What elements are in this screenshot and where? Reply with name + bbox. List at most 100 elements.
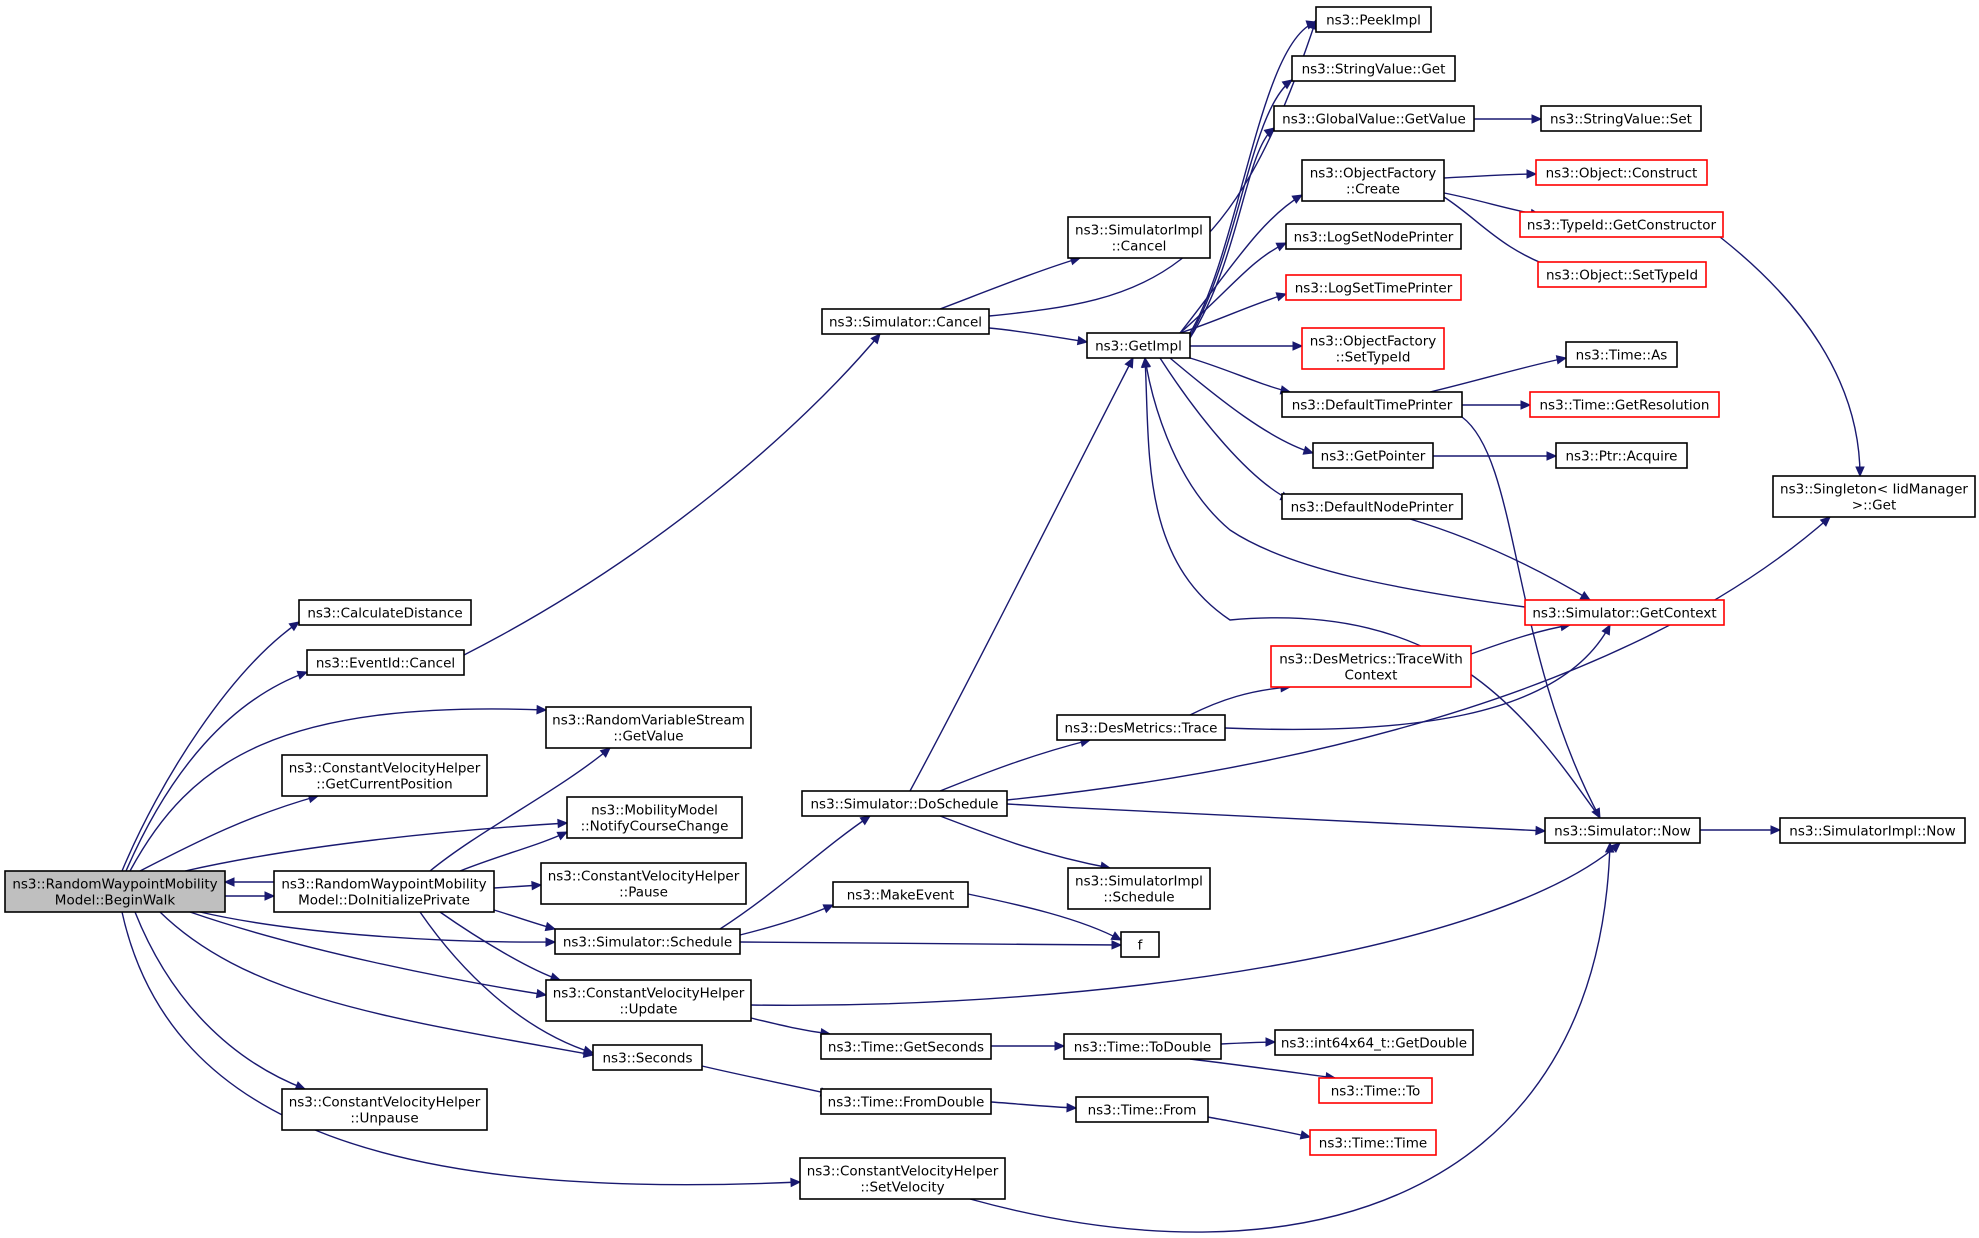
edge-doinitializeprivate-to-seconds xyxy=(419,911,595,1055)
node-time_getresolution[interactable]: ns3::Time::GetResolution xyxy=(1529,391,1720,418)
node-label: ns3::int64x64_t::GetDouble xyxy=(1281,1036,1467,1052)
node-stringvalue_set[interactable]: ns3::StringValue::Set xyxy=(1540,105,1702,132)
edge-doinitializeprivate-to-randomvariablestream_getvalue xyxy=(429,747,611,872)
node-globalvalue_getvalue[interactable]: ns3::GlobalValue::GetValue xyxy=(1273,105,1475,132)
edge-getpointer-to-ptr_acquire xyxy=(1433,451,1558,461)
node-box xyxy=(799,1157,1006,1200)
node-box xyxy=(820,1033,992,1060)
node-time_to[interactable]: ns3::Time::To xyxy=(1318,1077,1433,1104)
edge-beginwalk-to-mobilitymodel_notifycoursechange xyxy=(184,818,569,872)
edge-getimpl-to-defaultnodeprinter xyxy=(1159,357,1292,501)
node-seconds[interactable]: ns3::Seconds xyxy=(592,1044,703,1071)
edge-desmetrics_trace-to-desmetrics_tracewithcontext xyxy=(1189,682,1292,716)
node-f[interactable]: f xyxy=(1120,931,1160,958)
node-cvh_update[interactable]: ns3::ConstantVelocityHelper::Update xyxy=(545,979,752,1022)
node-simulatorimpl_schedule[interactable]: ns3::SimulatorImpl::Schedule xyxy=(1067,867,1211,910)
node-label: ns3::Singleton< IidManager xyxy=(1780,482,1968,498)
node-stringvalue_get[interactable]: ns3::StringValue::Get xyxy=(1291,55,1456,82)
node-time_time[interactable]: ns3::Time::Time xyxy=(1309,1129,1437,1156)
node-label: ns3::ObjectFactory xyxy=(1310,334,1437,350)
node-label: ::GetValue xyxy=(613,729,683,745)
node-label: ::Pause xyxy=(619,885,668,901)
node-label: ns3::Time::As xyxy=(1576,348,1668,364)
node-eventid_cancel[interactable]: ns3::EventId::Cancel xyxy=(306,649,465,676)
node-label: ns3::ObjectFactory xyxy=(1310,166,1437,182)
node-box xyxy=(1281,391,1463,418)
node-randomvariablestream_getvalue[interactable]: ns3::RandomVariableStream::GetValue xyxy=(545,706,752,749)
node-objectfactory_create[interactable]: ns3::ObjectFactory::Create xyxy=(1301,159,1445,202)
node-logsettimeprinter[interactable]: ns3::LogSetTimePrinter xyxy=(1285,274,1462,301)
node-object_settypeid[interactable]: ns3::Object::SetTypeId xyxy=(1537,261,1707,288)
node-simulator_doschedule[interactable]: ns3::Simulator::DoSchedule xyxy=(801,790,1008,817)
node-label: ns3::GetImpl xyxy=(1095,339,1182,355)
node-doinitializeprivate[interactable]: ns3::RandomWaypointMobilityModel::DoInit… xyxy=(273,870,495,913)
node-box xyxy=(1318,1077,1433,1104)
node-cvh_getcurrentposition[interactable]: ns3::ConstantVelocityHelper::GetCurrentP… xyxy=(281,754,488,797)
node-box xyxy=(1565,341,1678,368)
node-time_from[interactable]: ns3::Time::From xyxy=(1075,1096,1209,1123)
node-ptr_acquire[interactable]: ns3::Ptr::Acquire xyxy=(1555,442,1688,469)
node-simulatorimpl_cancel[interactable]: ns3::SimulatorImpl::Cancel xyxy=(1067,216,1211,259)
node-time_todouble[interactable]: ns3::Time::ToDouble xyxy=(1063,1033,1222,1060)
node-singleton_get[interactable]: ns3::Singleton< IidManager >::Get xyxy=(1772,475,1976,518)
edge-seconds-to-time_fromdouble xyxy=(701,1065,832,1097)
node-box xyxy=(540,862,747,905)
node-box xyxy=(1120,931,1160,958)
node-simulator_cancel[interactable]: ns3::Simulator::Cancel xyxy=(821,308,990,335)
node-label: >::Get xyxy=(1852,498,1896,514)
node-box xyxy=(1301,159,1445,202)
node-label: ::Unpause xyxy=(350,1111,418,1127)
node-defaulttimeprinter[interactable]: ns3::DefaultTimePrinter xyxy=(1281,391,1463,418)
node-peekimpl[interactable]: ns3::PeekImpl xyxy=(1315,6,1432,33)
node-simulatorimpl_now[interactable]: ns3::SimulatorImpl::Now xyxy=(1779,817,1966,844)
node-cvh_unpause[interactable]: ns3::ConstantVelocityHelper::Unpause xyxy=(281,1088,488,1131)
edge-simulator_schedule-to-makeevent xyxy=(739,904,835,936)
node-desmetrics_trace[interactable]: ns3::DesMetrics::Trace xyxy=(1056,714,1226,741)
node-label: ns3::Time::ToDouble xyxy=(1074,1040,1211,1056)
node-makeevent[interactable]: ns3::MakeEvent xyxy=(832,881,969,908)
node-object_construct[interactable]: ns3::Object::Construct xyxy=(1535,159,1708,186)
node-label: ::Schedule xyxy=(1103,890,1174,906)
node-typeid_getconstructor[interactable]: ns3::TypeId::GetConstructor xyxy=(1519,211,1724,238)
node-cvh_pause[interactable]: ns3::ConstantVelocityHelper::Pause xyxy=(540,862,747,905)
node-box xyxy=(1772,475,1976,518)
edge-eventid_cancel-to-simulator_cancel xyxy=(463,333,881,656)
edge-time_todouble-to-time_to xyxy=(1189,1058,1337,1082)
node-int64x64_getdouble[interactable]: ns3::int64x64_t::GetDouble xyxy=(1274,1029,1474,1056)
node-cvh_setvelocity[interactable]: ns3::ConstantVelocityHelper::SetVelocity xyxy=(799,1157,1006,1200)
edge-desmetrics_tracewithcontext-to-simulator_getcontext xyxy=(1470,621,1572,655)
edge-simulator_doschedule-to-getimpl xyxy=(909,356,1134,792)
node-box xyxy=(1067,216,1211,259)
node-logsetnodeprinter[interactable]: ns3::LogSetNodePrinter xyxy=(1285,223,1462,250)
node-objectfactory_settypeid[interactable]: ns3::ObjectFactory::SetTypeId xyxy=(1301,327,1445,370)
node-label: ns3::Ptr::Acquire xyxy=(1566,449,1678,465)
node-box xyxy=(592,1044,703,1071)
edge-simulator_doschedule-to-simulatorimpl_schedule xyxy=(939,815,1112,871)
nodes-layer: ns3::PeekImplns3::StringValue::Getns3::G… xyxy=(4,6,1976,1200)
node-label: ns3::SimulatorImpl::Now xyxy=(1789,824,1955,840)
node-beginwalk[interactable]: ns3::RandomWaypointMobilityModel::BeginW… xyxy=(4,870,226,913)
node-label: ns3::RandomWaypointMobility xyxy=(281,877,486,893)
node-getpointer[interactable]: ns3::GetPointer xyxy=(1312,442,1434,469)
edge-cvh_update-to-simulator_now xyxy=(750,842,1621,1006)
edge-time_from-to-time_time xyxy=(1207,1116,1312,1140)
node-simulator_now[interactable]: ns3::Simulator::Now xyxy=(1544,817,1701,844)
node-time_as[interactable]: ns3::Time::As xyxy=(1565,341,1678,368)
node-calculatedistance[interactable]: ns3::CalculateDistance xyxy=(298,599,472,626)
edge-beginwalk-to-eventid_cancel xyxy=(125,670,309,872)
node-label: ::Create xyxy=(1346,182,1400,198)
node-defaultnodeprinter[interactable]: ns3::DefaultNodePrinter xyxy=(1281,493,1463,520)
node-label: ns3::EventId::Cancel xyxy=(316,656,455,672)
node-time_getseconds[interactable]: ns3::Time::GetSeconds xyxy=(820,1033,992,1060)
node-simulator_getcontext[interactable]: ns3::Simulator::GetContext xyxy=(1524,599,1725,626)
node-label: ns3::Time::From xyxy=(1088,1103,1197,1119)
node-time_fromdouble[interactable]: ns3::Time::FromDouble xyxy=(820,1088,992,1115)
node-getimpl[interactable]: ns3::GetImpl xyxy=(1086,332,1191,359)
node-label: ns3::DefaultTimePrinter xyxy=(1292,398,1453,414)
node-simulator_schedule[interactable]: ns3::Simulator::Schedule xyxy=(554,928,741,955)
node-mobilitymodel_notifycoursechange[interactable]: ns3::MobilityModel::NotifyCourseChange xyxy=(566,796,743,839)
edge-doinitializeprivate-to-simulator_schedule xyxy=(493,909,557,932)
node-label: ns3::SimulatorImpl xyxy=(1075,223,1203,239)
node-label: ns3::ConstantVelocityHelper xyxy=(289,761,481,777)
